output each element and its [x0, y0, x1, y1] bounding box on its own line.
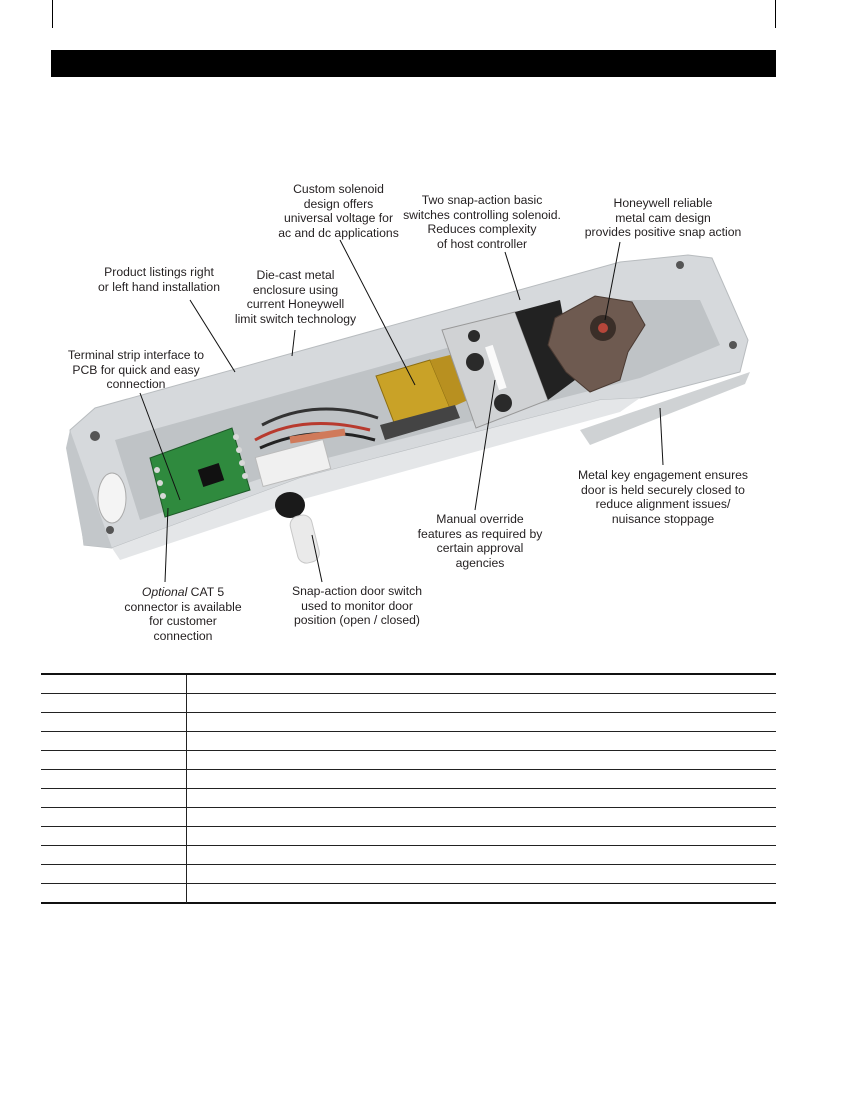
callout-line: nuisance stoppage	[611, 511, 715, 526]
callout-line: current Honeywell	[246, 297, 345, 312]
callout-line: Die-cast metal	[256, 268, 335, 282]
callout-override: Manual override features as required by …	[410, 512, 550, 570]
table-row	[41, 827, 776, 846]
callout-line: position (open / closed)	[293, 613, 420, 628]
table-row	[41, 713, 776, 732]
callout-line: features as required by	[417, 526, 543, 541]
callout-line: reduce alignment issues/	[595, 497, 731, 512]
cam-illustration	[547, 295, 646, 393]
callout-line: Manual override	[436, 512, 524, 526]
door-switch-illustration	[275, 492, 320, 564]
table-column-divider	[186, 808, 187, 827]
table-row	[41, 751, 776, 770]
table-column-divider	[186, 827, 187, 846]
callout-line: Terminal strip interface to	[67, 348, 205, 362]
callout-line: provides positive snap action	[584, 225, 742, 240]
callout-listings: Product listings right or left hand inst…	[84, 265, 234, 294]
callout-line: certain approval	[436, 541, 524, 556]
pcb-illustration	[149, 427, 251, 518]
spec-table	[41, 673, 776, 904]
callout-line: metal cam design	[615, 210, 711, 225]
callout-key: Metal key engagement ensures door is hel…	[573, 468, 753, 526]
table-column-divider	[186, 789, 187, 808]
table-row	[41, 865, 776, 884]
callout-line: enclosure using	[252, 282, 339, 297]
table-row	[41, 675, 776, 694]
product-photo	[66, 239, 750, 583]
callout-line: Optional CAT 5	[108, 585, 258, 600]
table-row	[41, 694, 776, 713]
callout-line: Reduces complexity	[427, 222, 537, 237]
callout-italic: Optional	[141, 585, 188, 599]
crop-mark-right	[775, 0, 776, 28]
leader-lines	[139, 239, 664, 583]
callout-line: agencies	[455, 555, 505, 570]
callout-line: switches controlling solenoid.	[403, 207, 561, 222]
table-row	[41, 770, 776, 789]
callout-line: connection	[106, 377, 166, 392]
callout-switches: Two snap-action basic switches controlli…	[397, 193, 567, 251]
callout-line: Product listings right	[104, 265, 214, 279]
table-row	[41, 732, 776, 751]
callout-line: ac and dc applications	[278, 225, 399, 240]
table-column-divider	[186, 770, 187, 789]
table-column-divider	[186, 675, 187, 694]
table-row	[41, 808, 776, 827]
callout-terminal: Terminal strip interface to PCB for quic…	[62, 348, 210, 392]
callout-rest: CAT 5	[187, 585, 225, 599]
callout-door-switch: Snap-action door switch used to monitor …	[282, 584, 432, 628]
callout-solenoid: Custom solenoid design offers universal …	[266, 182, 411, 240]
table-row	[41, 884, 776, 904]
table-column-divider	[186, 751, 187, 770]
table-top-rule	[41, 673, 776, 675]
callout-line: connection	[153, 628, 213, 643]
callout-line: door is held securely closed to	[581, 482, 745, 497]
table-row	[41, 789, 776, 808]
table-row	[41, 846, 776, 865]
callout-line: of host controller	[436, 236, 528, 251]
header-bar	[51, 50, 776, 77]
callout-line: universal voltage for	[283, 211, 394, 226]
callout-line: design offers	[303, 196, 374, 211]
callout-enclosure: Die-cast metal enclosure using current H…	[228, 268, 363, 326]
callout-line: connector is available	[124, 599, 242, 614]
callout-line: Metal key engagement ensures	[577, 468, 749, 482]
callout-line: used to monitor door	[301, 598, 413, 613]
callout-line: limit switch technology	[234, 311, 357, 326]
callout-line: PCB for quick and easy	[72, 362, 200, 377]
crop-mark-left	[52, 0, 53, 28]
callout-line: or left hand installation	[98, 279, 220, 294]
callout-cat5: Optional CAT 5 connector is available fo…	[108, 585, 258, 643]
callout-line: Honeywell reliable	[613, 196, 713, 210]
table-column-divider	[186, 732, 187, 751]
table-column-divider	[186, 694, 187, 713]
callout-cam: Honeywell reliable metal cam design prov…	[578, 196, 748, 240]
wires-illustration	[254, 407, 379, 450]
callout-line: for customer	[149, 614, 217, 629]
callout-line: Two snap-action basic	[421, 193, 543, 207]
table-column-divider	[186, 884, 187, 903]
callout-line: Snap-action door switch	[291, 584, 423, 598]
table-column-divider	[186, 713, 187, 732]
table-column-divider	[186, 846, 187, 865]
callout-line: Custom solenoid	[293, 182, 384, 196]
table-column-divider	[186, 865, 187, 884]
